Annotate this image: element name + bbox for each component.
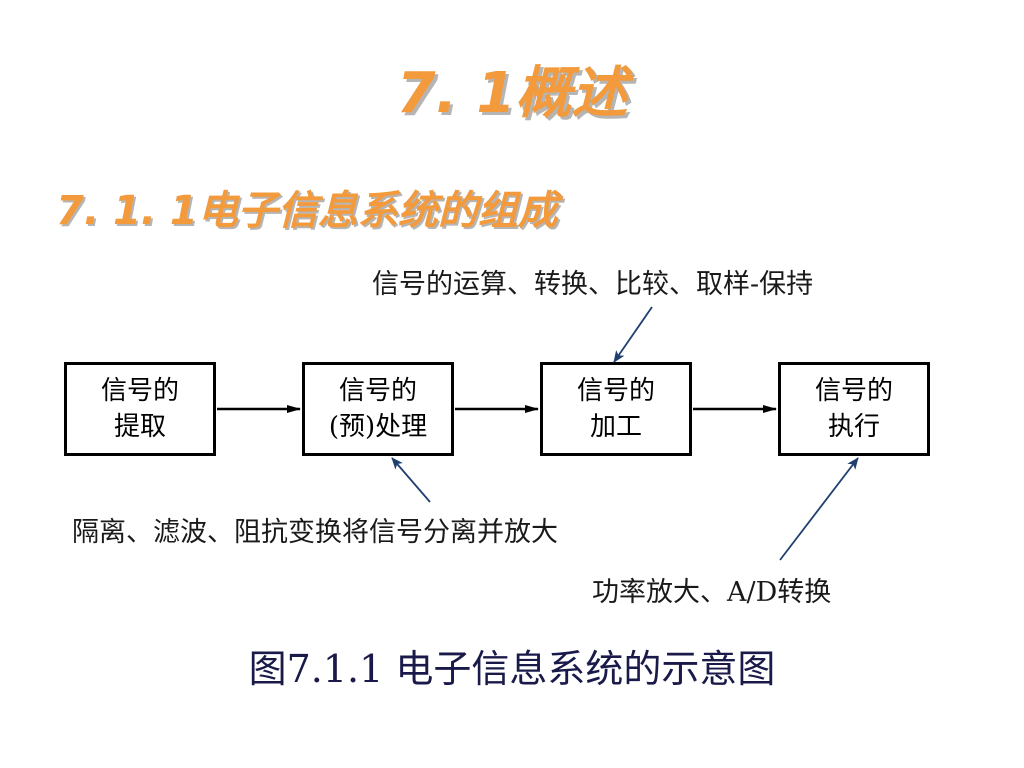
block-label-line2: 加工 (589, 412, 642, 442)
leader-arrow-processing (613, 306, 653, 363)
block-label-line2: (预)处理 (328, 412, 428, 442)
block-label-line1: 信号的 (814, 376, 893, 406)
slide-title: 7. 1概述 (396, 61, 628, 126)
block-signal-preprocessing: 信号的 (预)处理 (302, 362, 454, 456)
block-signal-processing: 信号的 加工 (540, 362, 692, 456)
leader-arrow-execution (779, 457, 859, 561)
block-label-line1: 信号的 (576, 376, 655, 406)
figure-caption: 图7.1.1 电子信息系统的示意图 (248, 647, 776, 691)
annotation-processing: 信号的运算、转换、比较、取样-保持 (372, 269, 814, 300)
block-label-line1: 信号的 (338, 376, 417, 406)
block-label-line2: 执行 (827, 412, 880, 442)
annotation-preprocessing: 隔离、滤波、阻抗变换将信号分离并放大 (72, 517, 558, 548)
block-label-line1: 信号的 (100, 376, 179, 406)
block-signal-execution: 信号的 执行 (778, 362, 930, 456)
annotation-execution: 功率放大、A/D转换 (592, 577, 832, 608)
section-heading: 7. 1. 1电子信息系统的组成 (56, 188, 558, 234)
block-label-line2: 提取 (113, 412, 166, 442)
leader-arrow-preprocessing (391, 457, 431, 503)
block-signal-acquisition: 信号的 提取 (64, 362, 216, 456)
